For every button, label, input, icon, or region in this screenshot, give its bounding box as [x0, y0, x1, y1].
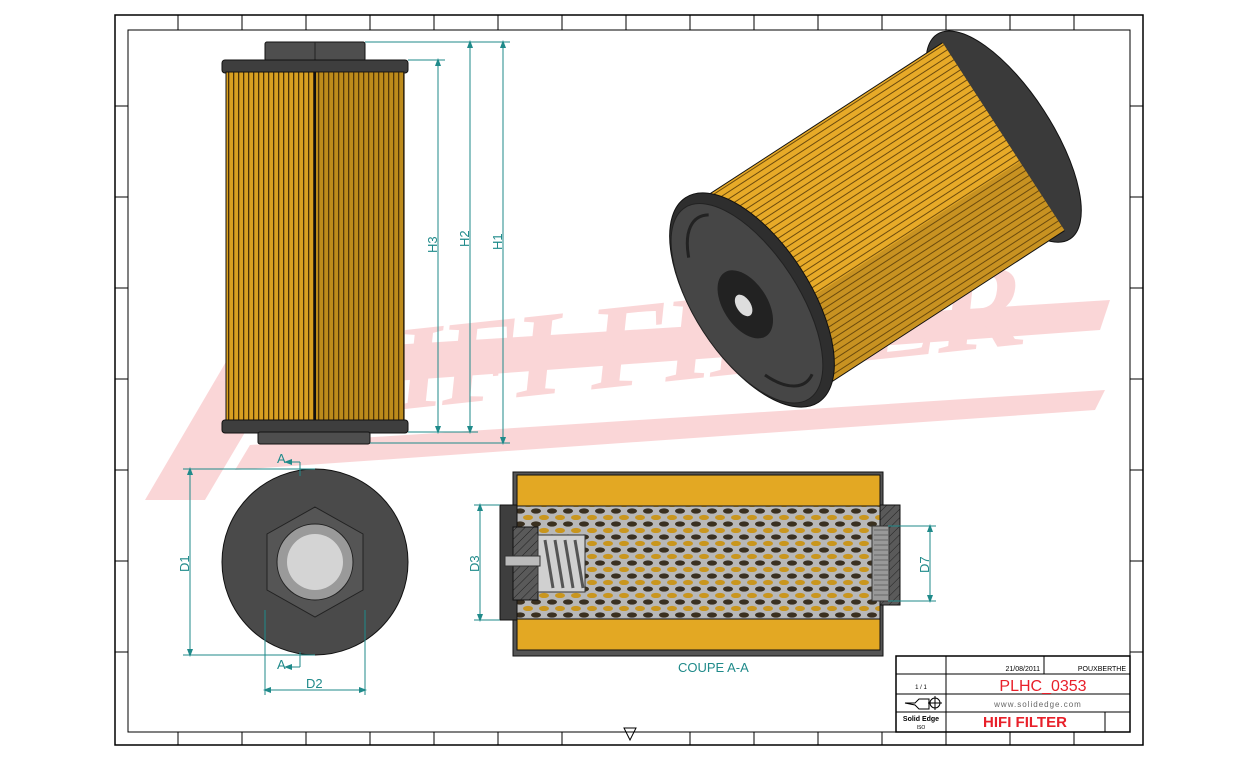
inner-frame	[127, 29, 1131, 733]
center-mark-icon	[623, 727, 637, 742]
software-name: Solid Edge	[903, 716, 939, 723]
company-name: HIFI FILTER	[983, 714, 1067, 731]
title-block	[895, 655, 1131, 733]
section-dimensions	[474, 503, 936, 622]
software-standard: ISO	[917, 725, 926, 731]
dim-h3: H3	[425, 236, 440, 253]
section-marker-top: A	[277, 451, 286, 466]
end-dimensions	[183, 459, 367, 695]
section-marker-bottom: A	[277, 657, 286, 672]
sheet-value: 1 / 1	[915, 685, 927, 691]
date-value: 21/08/2011	[1005, 666, 1040, 673]
dim-d7: D7	[917, 556, 932, 573]
zone-ticks	[115, 15, 1143, 745]
drawn-by-value: POUXBERTHE	[1078, 666, 1126, 673]
section-title: COUPE A-A	[678, 660, 749, 675]
height-dimensions	[365, 40, 510, 445]
side-view	[221, 41, 409, 445]
outer-border	[114, 14, 1144, 746]
projection-symbol-icon	[904, 698, 930, 710]
end-view	[221, 468, 409, 656]
website: www.solidedge.com	[993, 700, 1082, 709]
part-number: PLHC_0353	[999, 678, 1086, 695]
dim-d3: D3	[467, 555, 482, 572]
dim-d2: D2	[306, 676, 323, 691]
dim-d1: D1	[177, 555, 192, 572]
dim-h1: H1	[490, 233, 505, 250]
dim-h2: H2	[457, 230, 472, 247]
section-view	[499, 471, 901, 657]
isometric-view	[669, 30, 1082, 408]
